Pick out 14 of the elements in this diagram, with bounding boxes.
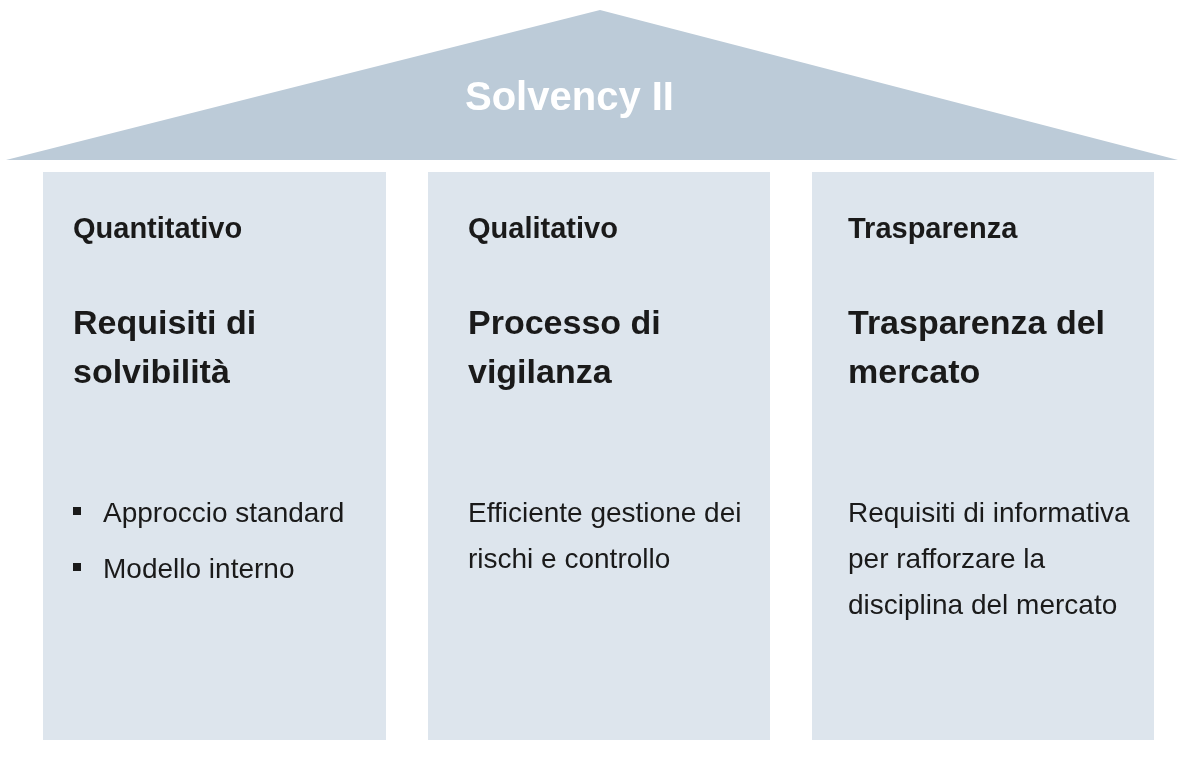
pillar-panel	[428, 172, 770, 740]
list-item: Modello interno	[103, 552, 295, 586]
pillar-heading: Qualitativo	[468, 212, 618, 245]
pillar-subheading: Requisiti di solvibilità	[73, 302, 258, 392]
pillar-heading: Quantitativo	[73, 212, 243, 245]
roof-title: Solvency II	[465, 74, 674, 119]
pillar-panel	[812, 172, 1154, 740]
pillar-subheading: Processo di vigilanza	[468, 302, 662, 392]
list-item: Approccio standard	[103, 496, 345, 530]
pillar-subheading: Trasparenza del mercato	[848, 302, 1106, 392]
pillar-description: Requisiti di informativa per rafforzare la disciplina del mercato	[848, 496, 1131, 622]
pillar-heading: Trasparenza	[848, 212, 1018, 245]
pillar-panel	[43, 172, 386, 740]
pillar-description: Efficiente gestione dei rischi e controllo	[468, 496, 743, 576]
